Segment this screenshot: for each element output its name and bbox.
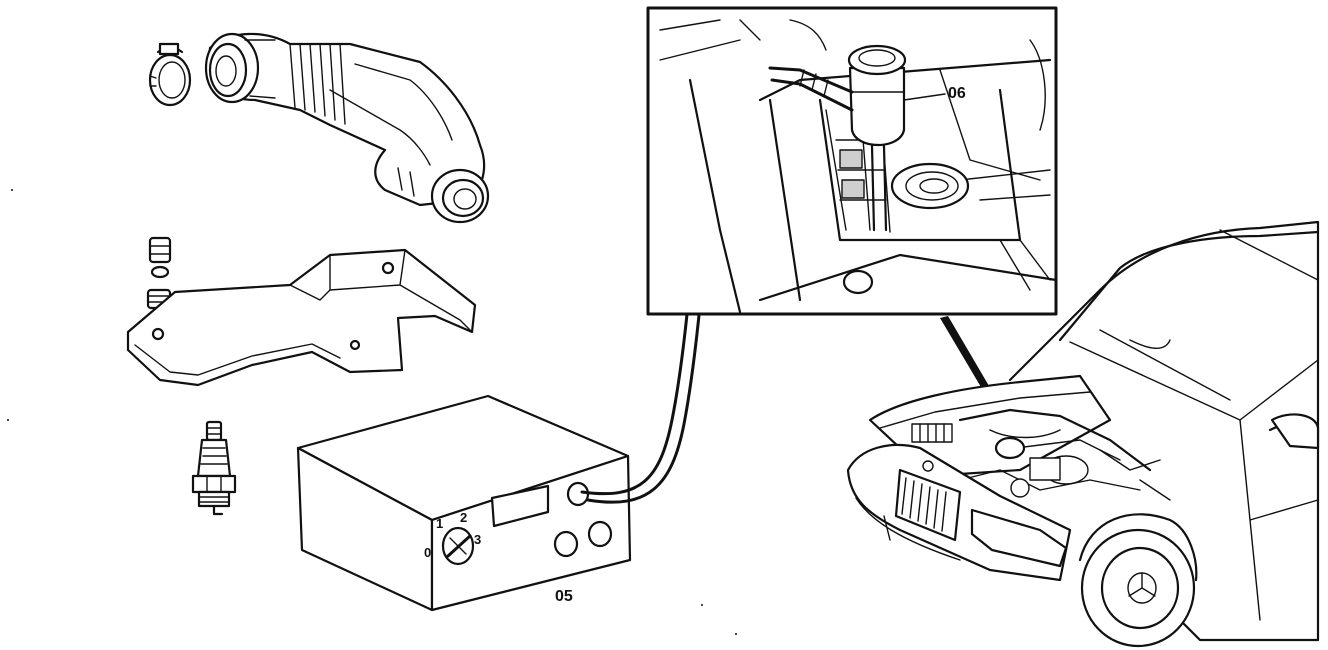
socket-left bbox=[553, 530, 579, 558]
hose-port bbox=[566, 481, 590, 507]
hose-clamp bbox=[148, 42, 192, 107]
detail-inset: 06 bbox=[646, 6, 1058, 316]
scan-specks bbox=[7, 189, 737, 635]
dial-position-3: 3 bbox=[474, 532, 481, 547]
front-grille bbox=[894, 460, 962, 542]
air-intake-duct bbox=[148, 32, 490, 224]
callout-06: 06 bbox=[948, 85, 966, 102]
tester-unit: 0 1 2 3 05 bbox=[296, 394, 632, 612]
spark-plug bbox=[191, 420, 237, 516]
callout-05: 05 bbox=[555, 588, 573, 605]
car-illustration bbox=[846, 220, 1320, 648]
mounting-bracket bbox=[126, 248, 477, 387]
socket-right bbox=[587, 520, 613, 548]
adapter-06 bbox=[768, 44, 907, 232]
dial-position-1: 1 bbox=[436, 516, 443, 531]
selector-dial bbox=[441, 526, 475, 566]
dial-position-0: 0 bbox=[424, 545, 431, 560]
display-window bbox=[490, 484, 550, 528]
engine-bay bbox=[911, 408, 1171, 501]
bolt-and-washer bbox=[146, 236, 172, 310]
front-wheel bbox=[1078, 513, 1198, 648]
dial-position-2: 2 bbox=[460, 510, 467, 525]
headlight bbox=[970, 508, 1068, 568]
